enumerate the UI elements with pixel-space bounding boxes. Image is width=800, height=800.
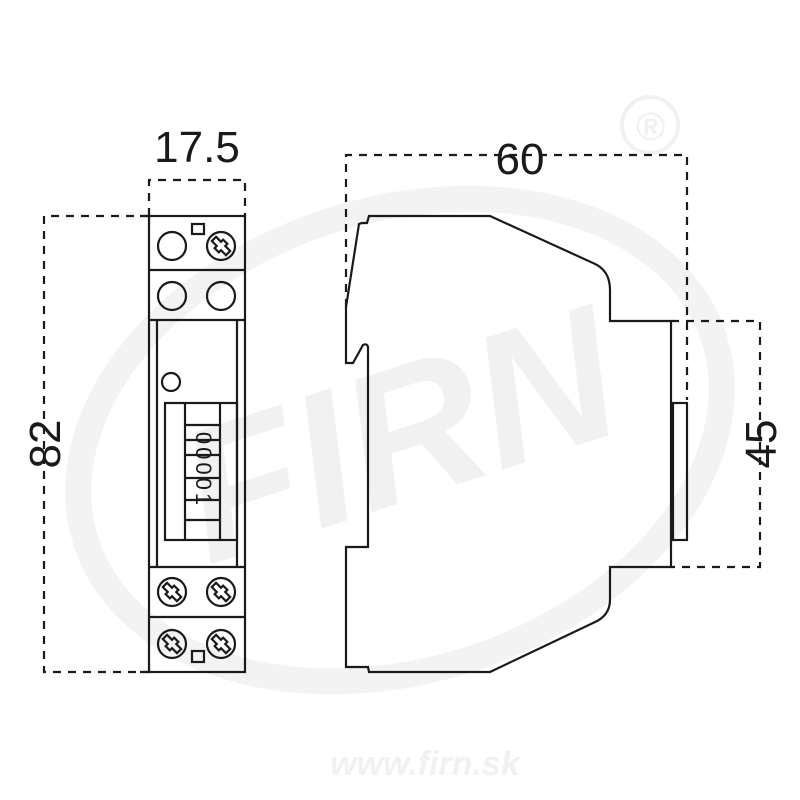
dimension-82: 82 — [21, 420, 70, 469]
terminal-hole — [156, 280, 188, 312]
dimension-45: 45 — [737, 420, 786, 469]
screw-terminal-icon — [205, 628, 237, 660]
front-body-outline — [147, 214, 247, 674]
side-clip — [671, 401, 689, 542]
terminal-hole — [156, 230, 188, 262]
watermark: FIRN ® www.firn.sk — [65, 95, 735, 783]
watermark-ellipse — [65, 185, 735, 695]
dimension-width: 17.5 — [147, 123, 247, 216]
dimension-front-height: 45 — [671, 319, 786, 569]
indicator-led — [160, 371, 182, 393]
screw-terminal-icon — [205, 230, 237, 262]
dimension-17-5: 17.5 — [154, 123, 240, 172]
dimension-depth: 60 — [344, 135, 689, 400]
dimension-60: 60 — [496, 135, 545, 184]
registered-mark: ® — [635, 105, 665, 149]
front-view: 00001 — [140, 214, 247, 674]
screw-terminal-icon — [156, 628, 188, 660]
screw-terminal-icon — [156, 576, 188, 608]
marker-square-top — [190, 222, 206, 236]
watermark-logo: FIRN — [155, 265, 646, 605]
watermark-website: www.firn.sk — [330, 745, 522, 783]
counter-window — [163, 401, 239, 542]
registered-circle — [620, 95, 680, 155]
terminal-hole — [205, 280, 237, 312]
side-view — [344, 214, 689, 674]
dimension-height: 82 — [21, 214, 149, 674]
counter-digits: 00001 — [191, 432, 216, 508]
screw-terminal-icon — [205, 576, 237, 608]
marker-square-bottom — [190, 649, 206, 664]
side-body-outline — [344, 214, 673, 674]
